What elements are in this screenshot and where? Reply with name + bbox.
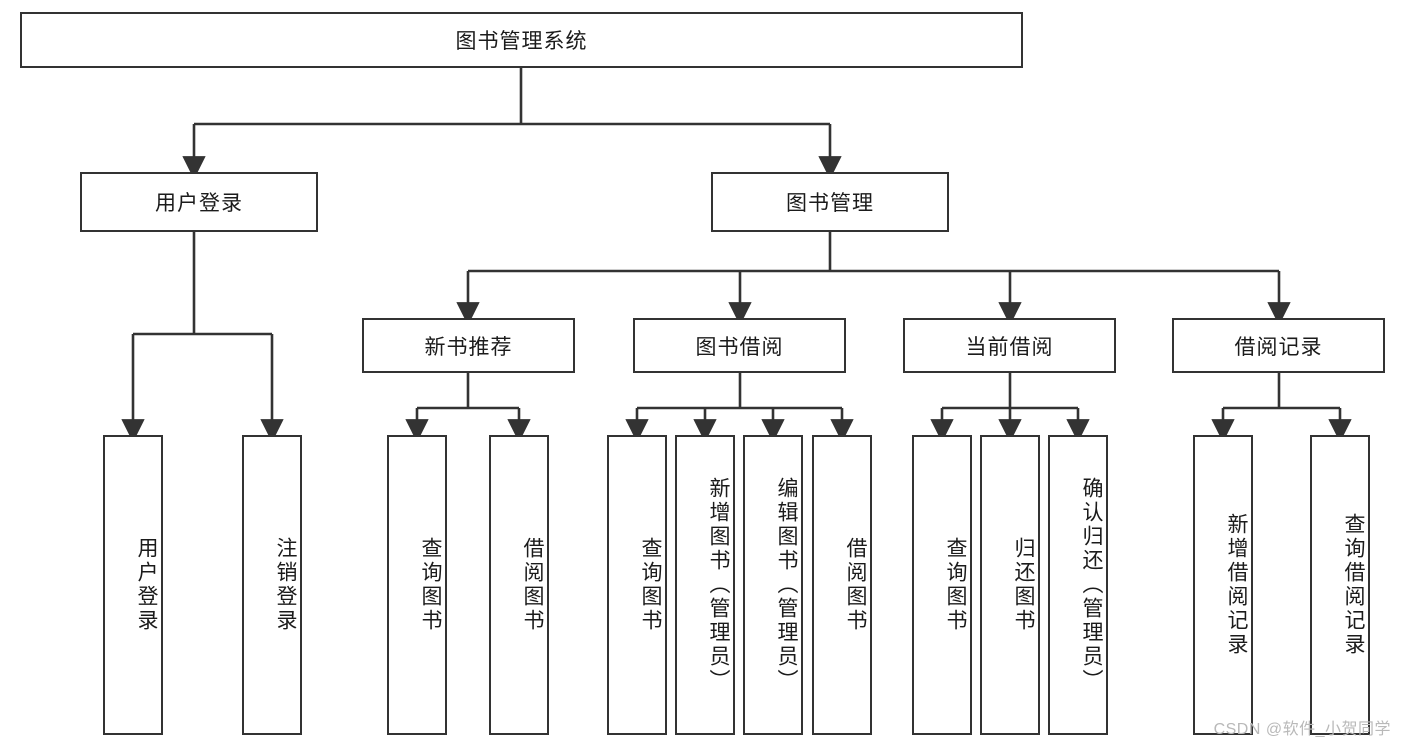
node-label: 新书推荐 [424,335,513,359]
leaf-confirm-return-admin[interactable]: 确认归还（管理员） [1048,435,1108,735]
node-book-management[interactable]: 图书管理 [711,172,949,232]
node-label: 借阅记录 [1234,335,1323,359]
leaf-user-login[interactable]: 用户登录 [103,435,163,735]
node-borrow-record[interactable]: 借阅记录 [1172,318,1385,373]
node-label: 图书管理 [786,192,874,215]
node-label: 新增借阅记录 [1225,513,1248,657]
leaf-query-borrow-record[interactable]: 查询借阅记录 [1310,435,1370,735]
node-label: 归还图书 [1012,537,1035,633]
node-label: 借阅图书 [844,537,867,633]
leaf-borrow-book[interactable]: 借阅图书 [812,435,872,735]
node-label: 当前借阅 [965,335,1054,359]
node-label: 用户登录 [135,537,158,633]
node-label: 查询图书 [419,537,442,633]
leaf-query-book-borrow[interactable]: 查询图书 [607,435,667,735]
node-label: 查询图书 [639,537,662,633]
leaf-query-book-recommend[interactable]: 查询图书 [387,435,447,735]
node-current-borrow[interactable]: 当前借阅 [903,318,1116,373]
node-label: 图书借阅 [695,335,784,359]
node-book-borrow[interactable]: 图书借阅 [633,318,846,373]
node-label: 用户登录 [155,192,243,215]
leaf-edit-book-admin[interactable]: 编辑图书（管理员） [743,435,803,735]
node-root-system[interactable]: 图书管理系统 [20,12,1023,68]
leaf-add-book-admin[interactable]: 新增图书（管理员） [675,435,735,735]
node-label: 查询图书 [944,537,967,633]
leaf-add-borrow-record[interactable]: 新增借阅记录 [1193,435,1253,735]
node-label: 新增图书（管理员） [707,477,730,693]
leaf-borrow-book-recommend[interactable]: 借阅图书 [489,435,549,735]
leaf-query-book-current[interactable]: 查询图书 [912,435,972,735]
node-label: 注销登录 [274,537,297,633]
node-label: 确认归还（管理员） [1080,477,1103,693]
node-user-login[interactable]: 用户登录 [80,172,318,232]
node-label: 图书管理系统 [455,30,588,53]
leaf-user-logout[interactable]: 注销登录 [242,435,302,735]
node-label: 借阅图书 [521,537,544,633]
node-new-book-recommend[interactable]: 新书推荐 [362,318,575,373]
node-label: 编辑图书（管理员） [775,477,798,693]
node-label: 查询借阅记录 [1342,513,1365,657]
watermark: CSDN @软件_小贺同学 [1213,721,1391,738]
leaf-return-book[interactable]: 归还图书 [980,435,1040,735]
